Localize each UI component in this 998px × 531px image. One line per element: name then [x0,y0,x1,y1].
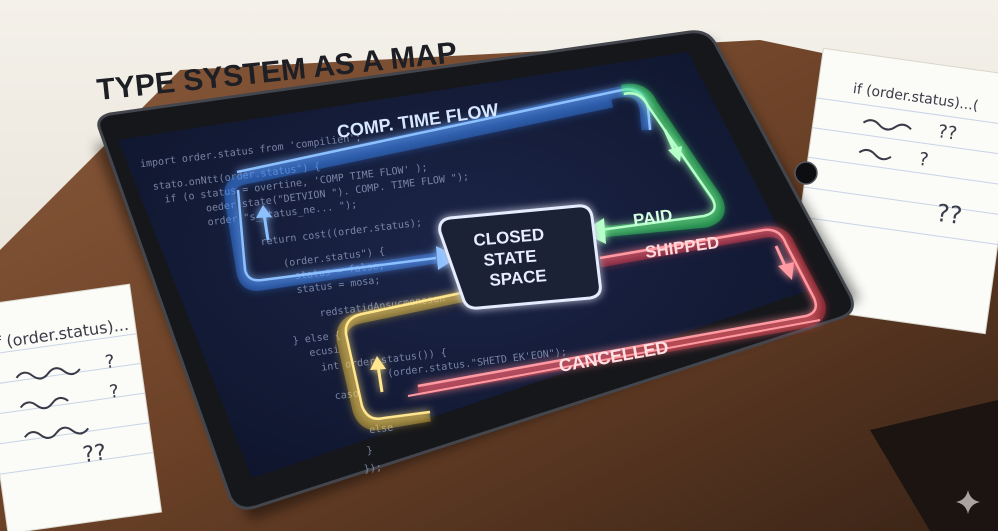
code-line-17: } [366,445,373,457]
red-arrowhead-down [778,262,794,280]
green-arrowhead-down [668,146,682,162]
right-note-squiggle-1 [862,119,912,131]
left-note-line-2: ? [104,351,116,373]
right-note-line-2: ?? [936,121,958,144]
code-line-18: }); [363,462,382,475]
left-note-squiggle-2 [19,396,69,410]
blue-arrow-up-shaft [262,213,270,241]
red-flow-loop [407,226,826,397]
sparkle-icon [956,490,980,514]
center-box-line-2: STATE [483,246,538,270]
left-note-line-3: ? [108,381,120,403]
left-note-line-4: ?? [81,440,108,468]
right-paper-note: if (order.status)...( ?? ? ?? [786,47,998,335]
right-note-squiggle-2 [858,148,892,161]
right-note-line-3: ? [917,149,929,171]
yellow-arrow-up-shaft [376,365,384,393]
blue-arrowhead-up [256,205,272,218]
green-flow-loop [582,83,725,244]
left-note-squiggle-1 [15,367,81,380]
green-arrow-down-shaft [663,129,677,153]
center-box-line-3: SPACE [489,266,548,290]
yellow-arrowhead-up [370,356,386,370]
blue-arrowhead-right [436,246,458,270]
left-paper-note: if (order.status)... ? ? ?? [0,283,163,531]
left-note-squiggle-3 [24,426,90,439]
red-arrow-down-shaft [774,245,788,269]
tablet-home-button [794,161,818,185]
right-note-line-4: ?? [935,199,964,230]
code-line-12: ecusi [309,344,340,359]
closed-state-space-box [438,204,602,310]
